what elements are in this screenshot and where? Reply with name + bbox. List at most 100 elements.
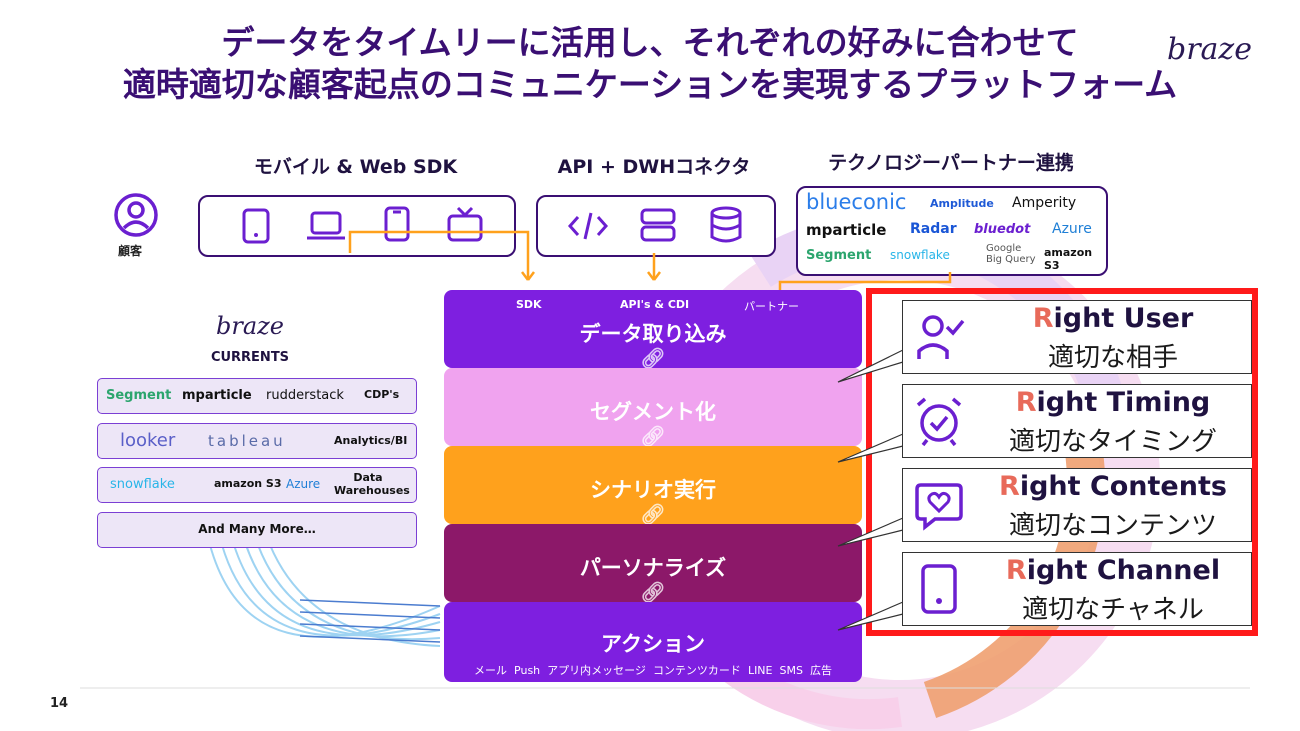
layer-label-personalize: パーソナライズ — [579, 556, 727, 580]
card-right-contents: Right Contents 適切なコンテンツ — [902, 468, 1252, 542]
currents-row-cdp: Segment mparticle rudderstack CDP's — [97, 378, 417, 414]
card-right-timing: Right Timing 適切なタイミング — [902, 384, 1252, 458]
phone-icon — [384, 206, 410, 242]
card-en-title: Right Channel — [975, 555, 1251, 586]
en-rest: ight User — [1053, 303, 1194, 334]
link-icon: 🔗︎ — [640, 424, 666, 448]
user-circle-icon — [114, 193, 158, 237]
layer-scenario: シナリオ実行 🔗︎ — [444, 446, 862, 526]
input-api-cdi: API's & CDI — [620, 298, 690, 311]
user-check-icon — [917, 315, 965, 359]
partner-logo-google-bigquery: Google Big Query — [986, 243, 1036, 265]
tv-icon — [447, 206, 483, 242]
currents-label: CURRENTS — [210, 350, 290, 365]
link-icon: 🔗︎ — [640, 502, 666, 526]
logo-azure: Azure — [286, 477, 321, 491]
layer-label-segmentation: セグメント化 — [590, 400, 716, 424]
customer-label: 顧客 — [118, 244, 143, 258]
code-icon — [567, 212, 609, 240]
api-dwh-box — [536, 195, 776, 257]
currents-row-more: And Many More… — [97, 512, 417, 548]
mobile-web-title: モバイル & Web SDK — [253, 156, 458, 178]
layer-segmentation: セグメント化 🔗︎ — [444, 368, 862, 448]
partner-logo-bluedot: bluedot — [974, 222, 1031, 237]
currents-row-analytics: looker tableau Analytics/BI — [97, 423, 417, 459]
partner-logo-segment: Segment — [806, 248, 872, 263]
card-right-user: Right User 適切な相手 — [902, 300, 1252, 374]
card-en-title: Right Timing — [975, 387, 1251, 418]
letter-r: R — [999, 471, 1020, 502]
input-sdk: SDK — [516, 298, 542, 311]
braze-logo: braze — [1167, 32, 1252, 67]
laptop-icon — [307, 211, 345, 240]
en-rest: ight Channel — [1026, 555, 1221, 586]
card-jp-title: 適切なチャネル — [1022, 595, 1204, 625]
partner-logo-azure: Azure — [1052, 221, 1092, 237]
logo-segment: Segment — [106, 388, 172, 403]
logo-snowflake: snowflake — [110, 477, 175, 492]
link-icon: 🔗︎ — [640, 346, 666, 370]
channel-in-app: アプリ内メッセージ — [547, 664, 646, 677]
card-jp-title: 適切な相手 — [1047, 343, 1178, 373]
category-cdps: CDP's — [364, 388, 400, 401]
channel-ad: 広告 — [809, 664, 832, 677]
partner-logo-amazon-s3: amazon S3 — [1044, 246, 1093, 272]
channel-mail: メール — [474, 664, 508, 677]
category-and-many-more: And Many More… — [198, 522, 316, 536]
partner-logo-radar: Radar — [910, 221, 957, 237]
currents-braze-logo: braze — [216, 312, 284, 340]
logo-looker: looker — [120, 430, 176, 451]
channel-line: LINE — [747, 664, 773, 677]
channel-sms: SMS — [779, 664, 803, 677]
card-en-title: Right Contents — [975, 471, 1251, 502]
input-partner: パートナー — [744, 300, 799, 313]
partners-title: テクノロジーパートナー連携 — [828, 152, 1074, 174]
card-right-channel: Right Channel 適切なチャネル — [902, 552, 1252, 626]
card-en-title: Right User — [975, 303, 1251, 334]
partner-logo-amplitude: Amplitude — [930, 197, 994, 210]
channel-list: メール Push アプリ内メッセージ コンテンツカード LINE SMS 広告 — [444, 662, 862, 678]
tablet-icon — [242, 208, 270, 244]
api-dwh-title: API + DWHコネクタ — [557, 156, 751, 178]
page-title-line2: 適時適切な顧客起点のコミュニケーションを実現するプラットフォーム — [122, 65, 1178, 104]
logo-rudderstack: rudderstack — [266, 388, 344, 403]
layer-data-ingestion: SDK API's & CDI パートナー データ取り込み 🔗︎ — [444, 290, 862, 370]
card-jp-title: 適切なタイミング — [1008, 427, 1217, 457]
link-icon: 🔗︎ — [640, 580, 666, 604]
en-rest: ight Timing — [1036, 387, 1211, 418]
mobile-web-box — [198, 195, 516, 257]
category-analytics-bi: Analytics/BI — [334, 434, 408, 447]
category-data-warehouses: Data Warehouses — [334, 471, 410, 497]
partner-logo-blueconic: blueconic — [806, 190, 907, 214]
partner-logo-snowflake: snowflake — [890, 248, 950, 262]
card-jp-title: 適切なコンテンツ — [1008, 511, 1217, 541]
layer-label-scenario: シナリオ実行 — [590, 478, 716, 502]
logo-tableau: tableau — [208, 432, 286, 450]
partner-logo-amperity: Amperity — [1012, 195, 1077, 211]
server-icon — [640, 208, 676, 242]
channel-push: Push — [514, 664, 541, 677]
database-icon — [710, 206, 742, 243]
page-title-line1: データをタイムリーに活用し、それぞれの好みに合わせて — [221, 23, 1079, 62]
mobile-icon — [921, 564, 957, 614]
layer-label-data-ingestion: データ取り込み — [579, 322, 727, 346]
partners-box: blueconic Amplitude Amperity mparticle R… — [796, 186, 1108, 276]
en-rest: ight Contents — [1019, 471, 1227, 502]
page-number: 14 — [50, 696, 69, 711]
logo-mparticle: mparticle — [182, 388, 252, 403]
layer-action: アクション メール Push アプリ内メッセージ コンテンツカード LINE S… — [444, 602, 862, 682]
letter-r: R — [1005, 555, 1027, 586]
right-frame — [866, 288, 1258, 636]
alarm-clock-icon — [916, 397, 962, 447]
letter-r: R — [1015, 387, 1037, 418]
layer-personalize: パーソナライズ 🔗︎ — [444, 524, 862, 604]
letter-r: R — [1032, 303, 1054, 334]
logo-amazon-s3: amazon S3 — [214, 477, 282, 490]
layer-label-action: アクション — [601, 632, 705, 656]
partner-logo-mparticle: mparticle — [806, 221, 887, 239]
currents-row-dwh: snowflake amazon S3 Azure Data Warehouse… — [97, 467, 417, 503]
heart-message-icon — [915, 483, 963, 531]
channel-content-card: コンテンツカード — [652, 664, 741, 677]
